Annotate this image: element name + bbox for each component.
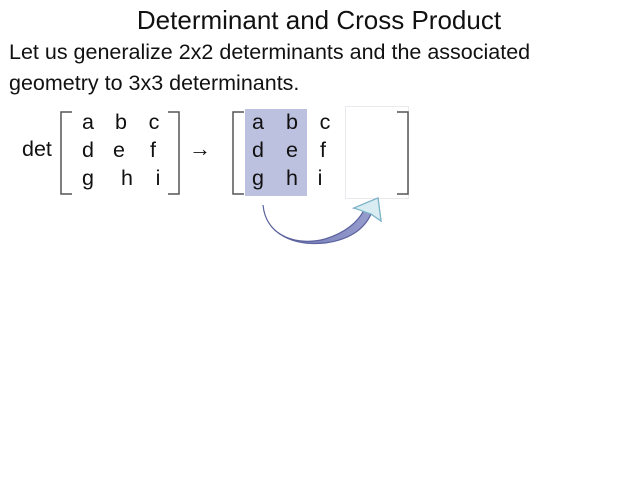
left-matrix-cell: d (82, 138, 94, 162)
blank-column-slot (345, 106, 409, 199)
slide-title: Determinant and Cross Product (136, 5, 502, 35)
right-matrix-cell: g (252, 166, 264, 190)
left-matrix-cell: f (150, 138, 156, 162)
right-matrix-cell: b (286, 110, 298, 134)
right-matrix-cell: c (319, 110, 331, 134)
right-matrix-open-bracket (232, 111, 244, 195)
left-matrix-close-bracket (168, 111, 180, 195)
intro-line-1: Let us generalize 2x2 determinants and t… (9, 40, 531, 64)
right-arrow-icon: → (189, 136, 211, 161)
right-matrix-cell: a (252, 110, 264, 134)
left-matrix-cell: b (115, 110, 127, 134)
intro-line-2: geometry to 3x3 determinants. (9, 71, 300, 95)
left-matrix-cell: i (155, 166, 161, 190)
highlighted-columns (245, 109, 307, 196)
right-matrix-cell: d (252, 138, 264, 162)
right-matrix-cell: i (317, 166, 323, 190)
left-matrix-cell: g (82, 166, 94, 190)
right-matrix-cell: e (286, 138, 298, 162)
right-matrix-close-bracket (397, 111, 409, 195)
left-matrix-cell: h (121, 166, 133, 190)
left-matrix-open-bracket (60, 111, 72, 195)
left-matrix-cell: e (113, 138, 125, 162)
left-matrix-cell: a (82, 110, 94, 134)
right-matrix-cell: f (320, 138, 326, 162)
det-label: det (22, 137, 52, 161)
left-matrix-cell: c (148, 110, 160, 134)
intro-text: Let us generalize 2x2 determinants and t… (9, 37, 530, 99)
right-matrix-cell: h (286, 166, 298, 190)
